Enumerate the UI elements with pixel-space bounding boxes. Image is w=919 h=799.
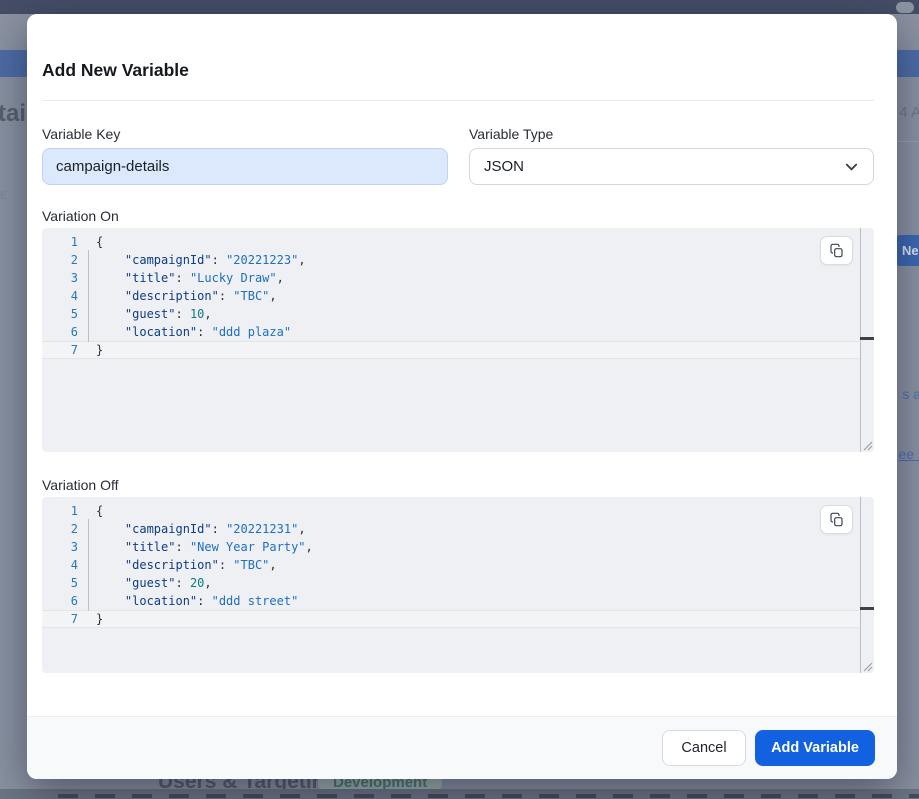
scrollbar-thumb[interactable] — [860, 607, 874, 610]
modal-title: Add New Variable — [42, 60, 189, 80]
background-new-button-fragment: Ne — [896, 235, 919, 266]
code-text: "guest": 20, — [78, 573, 859, 593]
variable-type-label: Variable Type — [469, 126, 554, 142]
background-label-fragment: E — [0, 190, 8, 202]
divider — [42, 100, 874, 101]
add-variable-button[interactable]: Add Variable — [755, 730, 875, 766]
line-number: 4 — [70, 558, 78, 572]
code-line[interactable]: 3 "title": "Lucky Draw", — [42, 268, 859, 288]
variation-off-label: Variation Off — [42, 477, 119, 493]
code-text: } — [96, 343, 104, 357]
resize-handle[interactable] — [862, 661, 873, 672]
code-text: "location": "ddd plaza" — [78, 322, 859, 342]
line-number: 2 — [70, 253, 78, 267]
cancel-button[interactable]: Cancel — [662, 730, 746, 766]
code-text: "location": "ddd street" — [78, 591, 859, 611]
code-line[interactable]: 5 "guest": 10, — [42, 304, 859, 324]
variable-key-label: Variable Key — [42, 126, 121, 142]
code-line[interactable]: 2 "campaignId": "20221231", — [42, 519, 859, 539]
editor-scrollbar[interactable] — [860, 497, 874, 673]
code-line[interactable]: 6 "location": "ddd plaza" — [42, 322, 859, 342]
copy-button[interactable] — [820, 236, 853, 265]
line-number: 5 — [70, 576, 78, 590]
code-content[interactable]: 1{2 "campaignId": "20221231",3 "title": … — [42, 502, 859, 628]
code-line[interactable]: 1{ — [42, 502, 859, 520]
background-date-fragment: 4 A — [899, 104, 919, 121]
code-text: "title": "Lucky Draw", — [78, 268, 859, 288]
background-link-fragment: ee l — [898, 446, 919, 462]
background-dashed-rule — [58, 794, 919, 798]
scrollbar-thumb[interactable] — [860, 337, 874, 340]
variable-key-input[interactable] — [42, 148, 448, 185]
code-line[interactable]: 4 "description": "TBC", — [42, 286, 859, 306]
code-text: "description": "TBC", — [78, 555, 859, 575]
code-text: "description": "TBC", — [78, 286, 859, 306]
line-number: 3 — [70, 271, 78, 285]
editor-scrollbar[interactable] — [860, 228, 874, 452]
background-link-fragment: s a — [902, 386, 919, 402]
line-number: 4 — [70, 289, 78, 303]
line-number: 6 — [70, 594, 78, 608]
copy-button[interactable] — [820, 505, 853, 534]
code-line[interactable]: 3 "title": "New Year Party", — [42, 537, 859, 557]
avatar — [896, 2, 914, 13]
code-content[interactable]: 1{2 "campaignId": "20221223",3 "title": … — [42, 233, 859, 359]
copy-icon — [829, 243, 843, 257]
background-heading-fragment: tai — [0, 100, 27, 127]
add-variable-modal: Add New Variable Variable Key Variable T… — [27, 14, 897, 779]
line-number: 1 — [70, 504, 78, 518]
variation-off-editor[interactable]: 1{2 "campaignId": "20221231",3 "title": … — [42, 497, 874, 673]
code-line[interactable]: 7} — [42, 610, 859, 628]
code-text: { — [96, 235, 104, 249]
line-number: 6 — [70, 325, 78, 339]
line-number: 2 — [70, 522, 78, 536]
code-text: "title": "New Year Party", — [78, 537, 859, 557]
line-number: 7 — [70, 343, 78, 357]
line-number: 7 — [70, 612, 78, 626]
background-divider — [897, 141, 919, 142]
resize-handle[interactable] — [862, 440, 873, 451]
code-line[interactable]: 1{ — [42, 233, 859, 251]
variation-on-editor[interactable]: 1{2 "campaignId": "20221223",3 "title": … — [42, 228, 874, 452]
modal-footer: Cancel Add Variable — [27, 716, 897, 779]
code-line[interactable]: 5 "guest": 20, — [42, 573, 859, 593]
code-text: "campaignId": "20221223", — [78, 250, 859, 270]
code-line[interactable]: 7} — [42, 341, 859, 359]
variable-type-select[interactable]: JSON — [469, 148, 874, 185]
line-number: 1 — [70, 235, 78, 249]
code-line[interactable]: 4 "description": "TBC", — [42, 555, 859, 575]
line-number: 5 — [70, 307, 78, 321]
code-text: "guest": 10, — [78, 304, 859, 324]
variation-on-label: Variation On — [42, 208, 119, 224]
variable-type-value: JSON — [484, 158, 525, 175]
code-text: "campaignId": "20221231", — [78, 519, 859, 539]
background-navbar — [0, 0, 919, 14]
code-line[interactable]: 2 "campaignId": "20221223", — [42, 250, 859, 270]
code-line[interactable]: 6 "location": "ddd street" — [42, 591, 859, 611]
code-text: } — [96, 612, 104, 626]
code-text: { — [96, 504, 104, 518]
copy-icon — [829, 512, 843, 526]
chevron-down-icon — [844, 159, 859, 174]
line-number: 3 — [70, 540, 78, 554]
